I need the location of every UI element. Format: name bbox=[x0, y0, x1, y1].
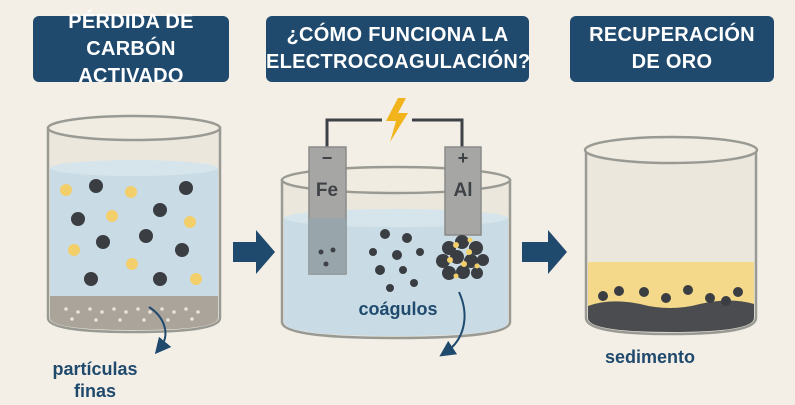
fine-particle-sediment bbox=[50, 296, 218, 330]
panel-title-line: PÉRDIDA DE bbox=[68, 10, 194, 33]
fine-particles bbox=[64, 307, 200, 322]
panel-title-electrocoagulation: ¿CÓMO FUNCIONA LA ELECTROCOAGULACIÓN? bbox=[266, 16, 531, 82]
panel-title-line: ELECTROCOAGULACIÓN? bbox=[266, 51, 531, 73]
panel-title-line: RECUPERACIÓN bbox=[589, 24, 755, 46]
sediment-layer bbox=[588, 300, 754, 332]
sediment-particles bbox=[598, 285, 743, 306]
caption-line: partículas bbox=[52, 359, 138, 379]
panel-title-line: ¿CÓMO FUNCIONA LA bbox=[286, 24, 509, 46]
caption-fine-particles: partículas finas bbox=[40, 358, 150, 402]
pointer-arrow bbox=[148, 306, 172, 355]
panel-title-line: CARBÓN ACTIVADO bbox=[78, 37, 184, 87]
electrode-sign-positive: + bbox=[458, 148, 469, 168]
pointer-arrow bbox=[439, 291, 466, 357]
caption-line: finas bbox=[73, 381, 116, 401]
arrow-right-icon bbox=[522, 230, 567, 274]
panel-title-gold-recovery: RECUPERACIÓN DE ORO bbox=[570, 16, 774, 82]
electrode-label-fe: Fe bbox=[316, 180, 338, 201]
caption-coagulants: coágulos bbox=[338, 298, 458, 320]
caption-line: coágulos bbox=[358, 299, 438, 319]
wire bbox=[412, 118, 464, 148]
panel-title-line: DE ORO bbox=[631, 51, 713, 73]
electrode-sign-negative: − bbox=[322, 148, 333, 168]
electrode-label-al: Al bbox=[454, 180, 473, 201]
lightning-icon bbox=[386, 98, 408, 142]
beaker-carbon-loss bbox=[46, 114, 222, 355]
particles bbox=[60, 179, 202, 286]
coagulated-cluster bbox=[436, 235, 489, 280]
panel-title-carbon-loss: PÉRDIDA DE CARBÓN ACTIVADO bbox=[33, 11, 229, 87]
caption-sediment: sedimento bbox=[590, 346, 710, 368]
arrow-right-icon bbox=[233, 230, 275, 274]
beaker-gold-recovery bbox=[583, 135, 759, 336]
beaker-electrocoagulation: − Fe + Al bbox=[280, 98, 512, 357]
dispersed-particles bbox=[369, 229, 424, 292]
water-layer bbox=[50, 168, 218, 296]
caption-line: sedimento bbox=[604, 347, 696, 367]
electrode-al bbox=[444, 146, 482, 236]
wire bbox=[325, 118, 382, 148]
